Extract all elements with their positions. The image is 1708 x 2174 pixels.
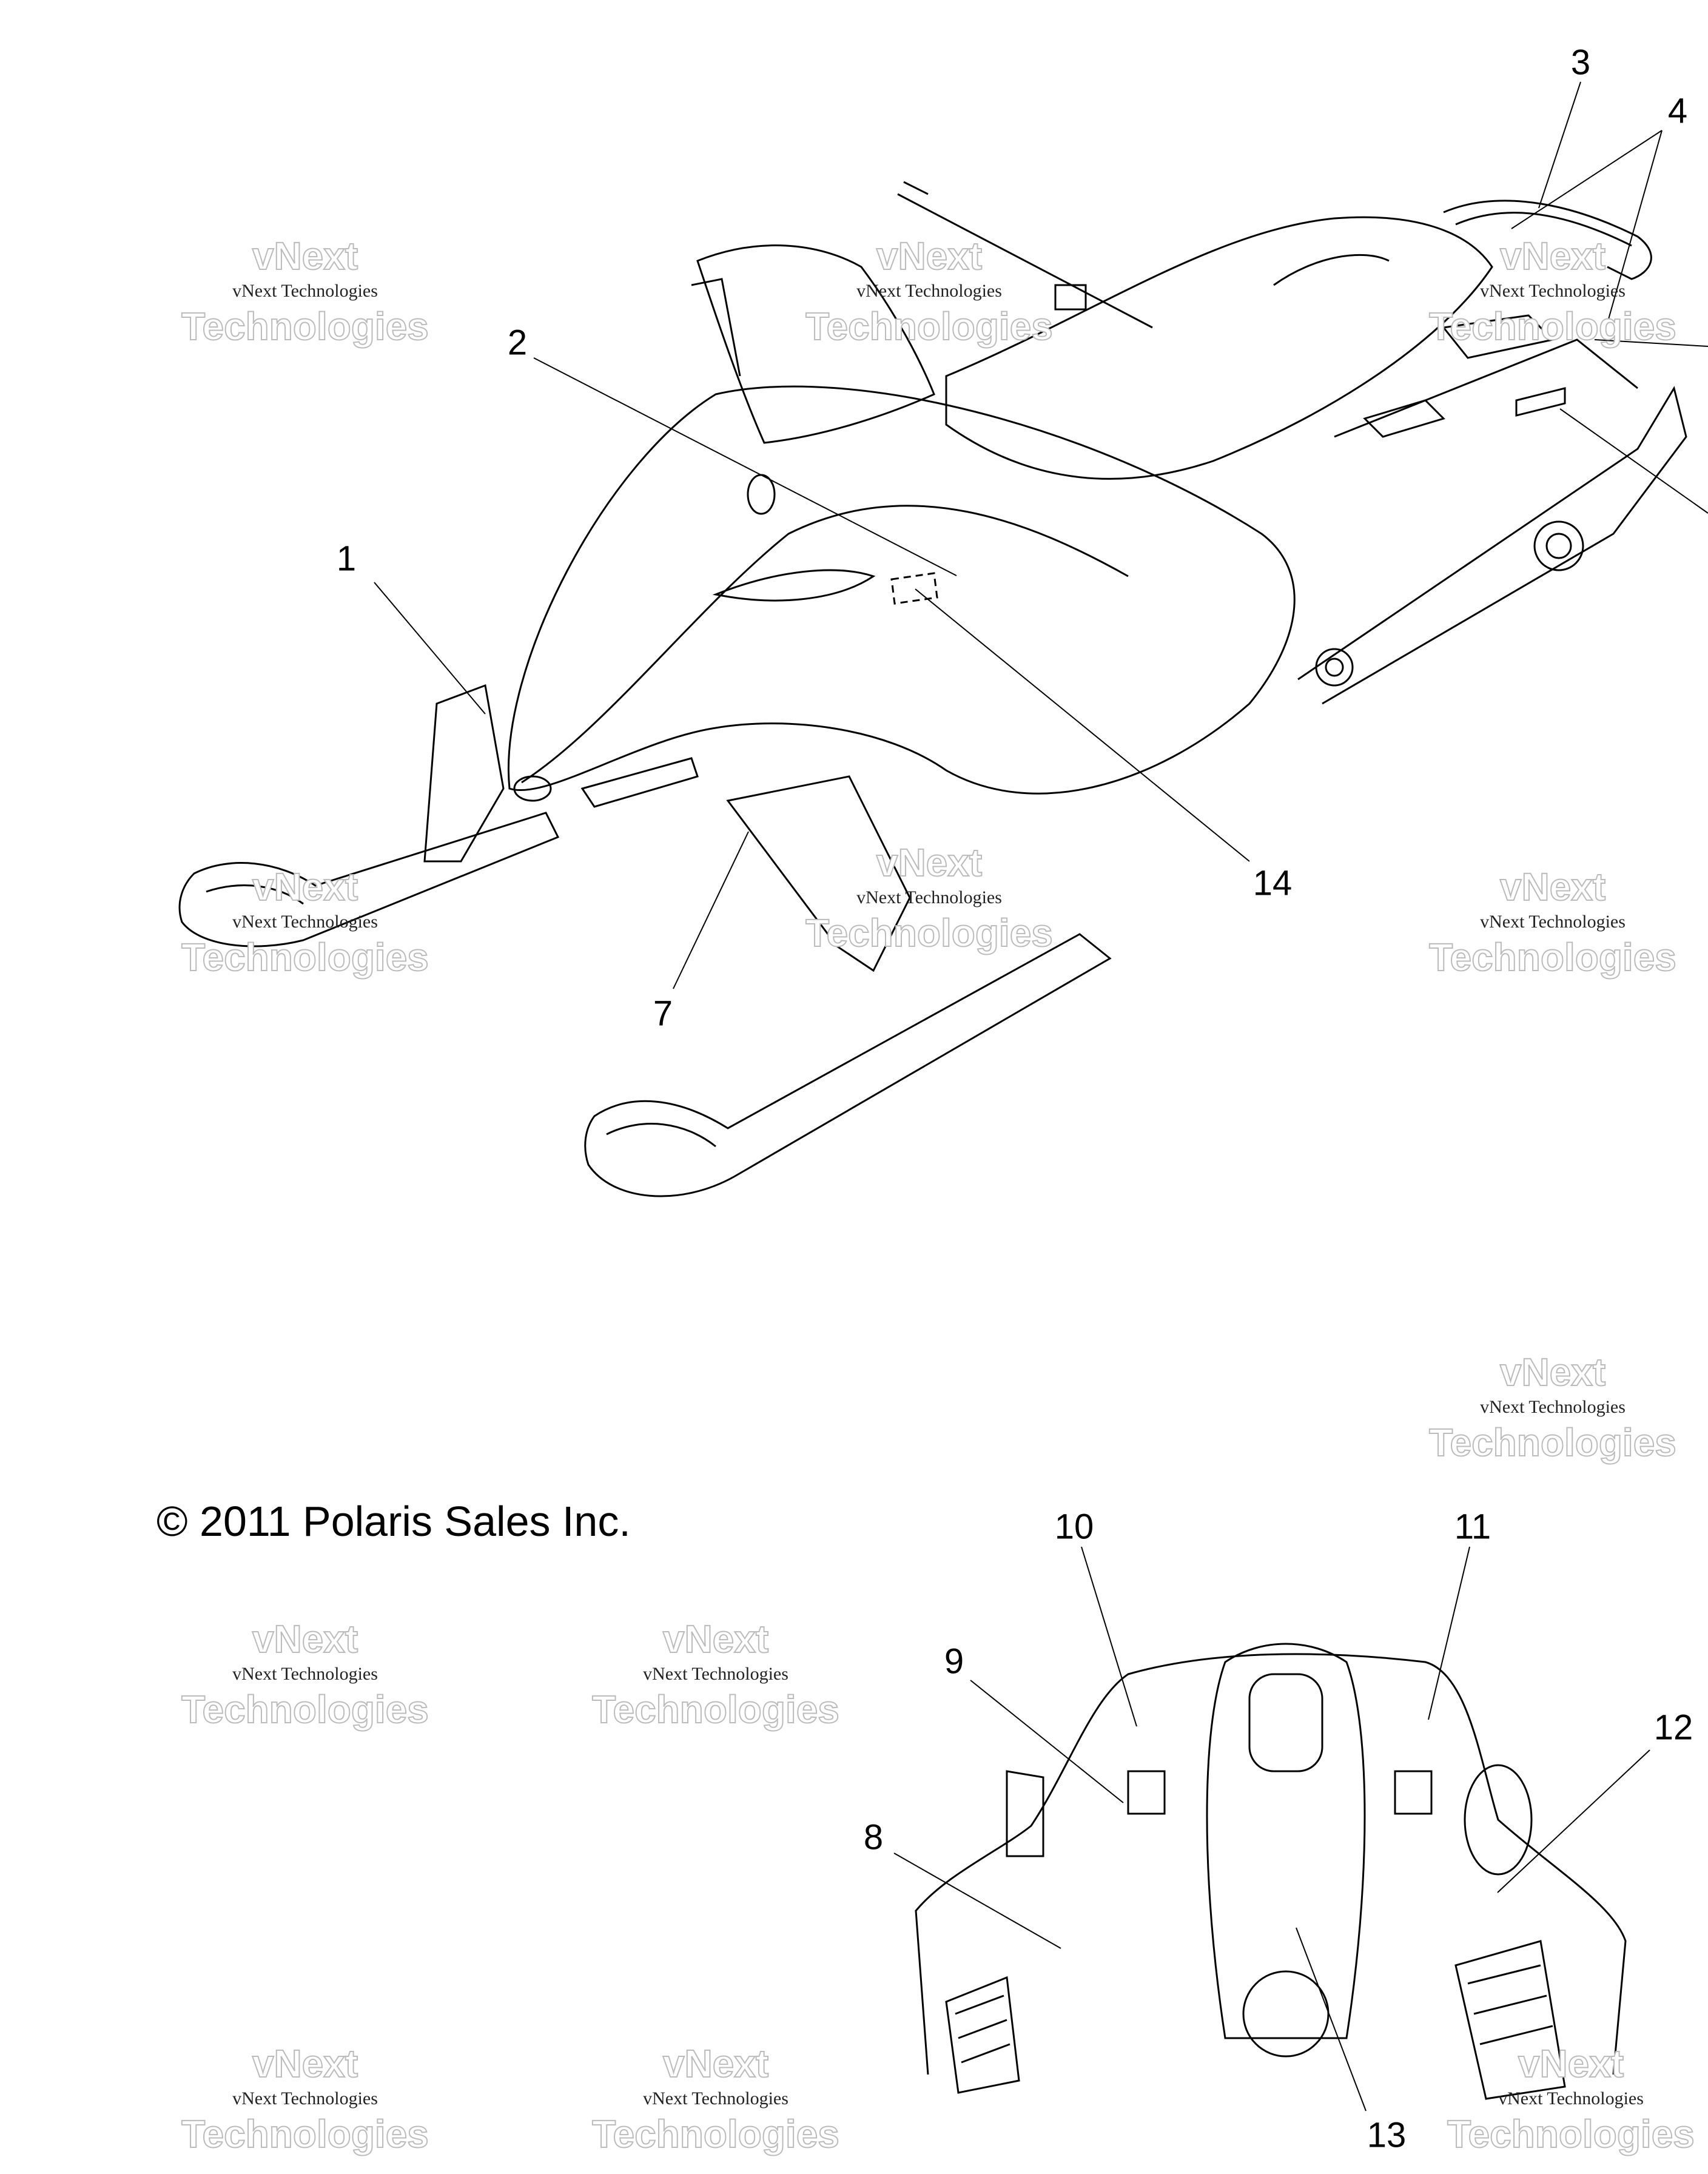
callout-7: 7 xyxy=(653,994,673,1034)
callout-14: 14 xyxy=(1252,863,1293,903)
callout-2: 2 xyxy=(507,323,528,363)
callout-9: 9 xyxy=(944,1641,964,1681)
callout-1: 1 xyxy=(336,539,357,579)
copyright-notice: © 2011 Polaris Sales Inc. xyxy=(156,1498,631,1545)
callout-10: 10 xyxy=(1054,1507,1094,1547)
callout-4: 4 xyxy=(1667,91,1688,131)
callout-13: 13 xyxy=(1367,2115,1407,2155)
snowmobile-illustration xyxy=(178,181,1687,1197)
leader-lines xyxy=(374,81,1708,2112)
callout-11: 11 xyxy=(1454,1507,1491,1547)
console-illustration xyxy=(915,1643,1627,2100)
callout-8: 8 xyxy=(863,1817,884,1857)
callout-12: 12 xyxy=(1653,1708,1693,1748)
callout-3: 3 xyxy=(1570,42,1591,82)
